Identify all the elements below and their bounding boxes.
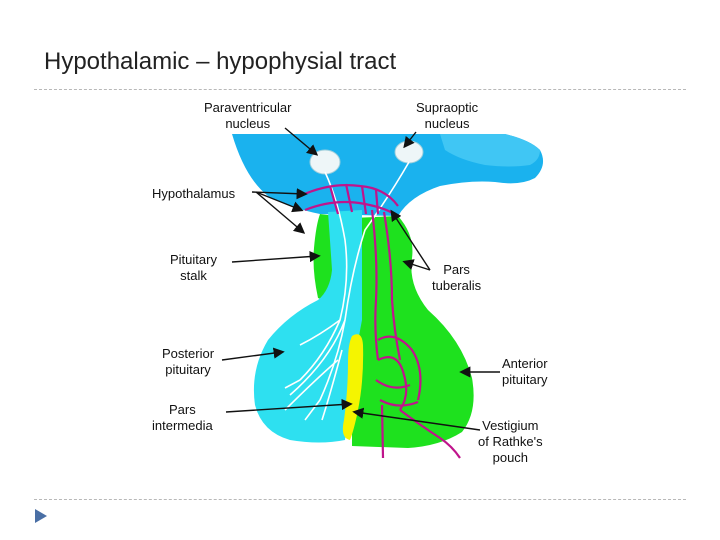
label-hypothalamus: Hypothalamus [152, 186, 236, 201]
label-anterior-pituitary: Anterior pituitary [502, 356, 548, 387]
label-pituitary-stalk: Pituitary stalk [170, 252, 217, 283]
title-divider [34, 89, 686, 90]
label-pars-intermedia: Pars intermedia [152, 402, 213, 433]
paraventricular-neurons [309, 149, 341, 175]
slide-title: Hypothalamic – hypophysial tract [44, 48, 397, 75]
supraoptic-neurons [394, 140, 424, 164]
anterior-pituitary [352, 216, 474, 448]
hypothalamus-upper-band [440, 134, 540, 167]
triangle-bullet-icon [35, 509, 47, 523]
footer-divider [34, 499, 686, 500]
label-vestigium-rathkes-pouch: Vestigium of Rathke's pouch [478, 418, 543, 465]
label-pars-tuberalis: Pars tuberalis [432, 262, 482, 293]
pars-intermedia [342, 334, 364, 440]
pointer-arrows [221, 127, 500, 431]
posterior-pituitary [253, 210, 362, 443]
label-supraoptic-nucleus: Supraoptic nucleus [416, 100, 479, 131]
label-posterior-pituitary: Posterior pituitary [162, 346, 215, 377]
portal-vessels [299, 183, 461, 459]
label-paraventricular-nucleus: Paraventricular nucleus [204, 100, 292, 131]
